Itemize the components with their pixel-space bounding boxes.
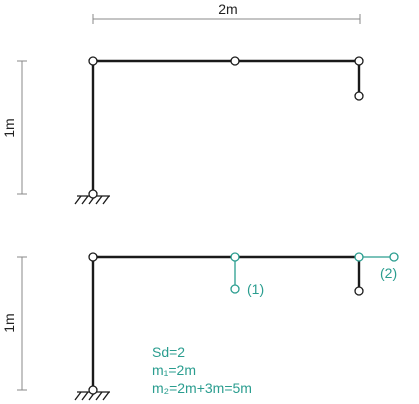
support-node — [88, 189, 98, 199]
note-line: m₁=2m — [152, 362, 196, 378]
release-label-1: (1) — [247, 281, 264, 297]
hinge-node — [230, 56, 240, 66]
support-node — [88, 385, 98, 395]
released-hinge-node — [230, 252, 240, 262]
span-dimension: 2m — [92, 1, 361, 24]
released-hinge-node — [354, 252, 364, 262]
hinge-node — [354, 56, 364, 66]
release-end-node-1 — [230, 284, 240, 294]
height-dimension-top: 1m — [1, 60, 27, 195]
release-end-node-2 — [389, 252, 399, 262]
span-label: 2m — [218, 1, 237, 17]
height-label: 1m — [1, 118, 17, 137]
free-end-node — [354, 91, 364, 101]
height-label: 1m — [1, 313, 17, 332]
bottom-frame: 1m (1) (2) Sd=2 m₁=2m m₂=2m — [1, 252, 399, 401]
top-frame: 2m 1m — [1, 1, 364, 205]
release-label-2: (2) — [380, 265, 397, 281]
note-line: Sd=2 — [152, 344, 185, 360]
height-dimension-bottom: 1m — [1, 256, 27, 391]
fixed-support-icon — [74, 195, 110, 205]
note-line: m₂=2m+3m=5m — [152, 380, 252, 396]
hinge-node — [88, 56, 98, 66]
hinge-node — [88, 252, 98, 262]
free-end-node — [354, 286, 364, 296]
